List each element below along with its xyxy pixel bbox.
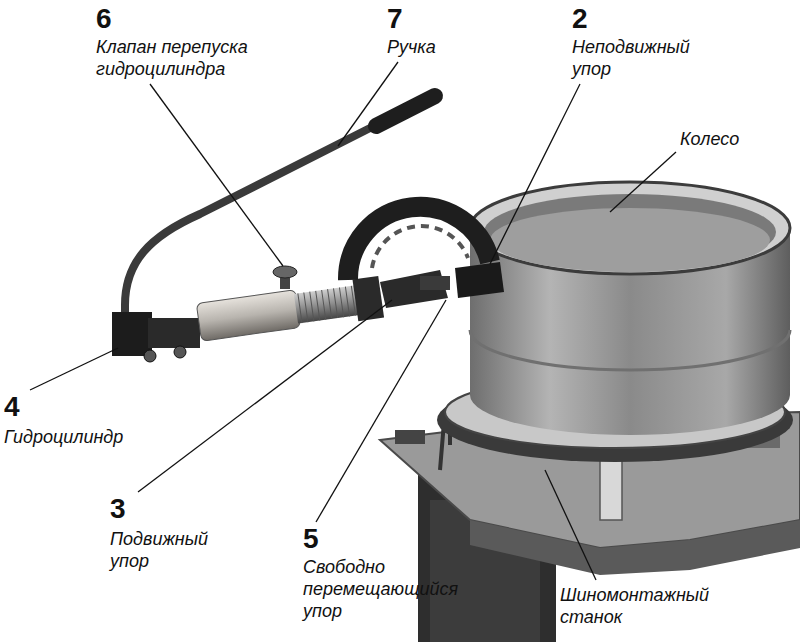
part-label: Подвижный упор: [110, 528, 222, 572]
part-label: Ручка: [387, 36, 507, 58]
callout-number: 4: [4, 392, 44, 422]
part-label: Свободно перемещающийся упор: [303, 556, 465, 622]
leader-line: [150, 84, 283, 266]
leader-line: [610, 152, 676, 212]
callout-number: 7: [387, 4, 427, 34]
leader-line: [545, 470, 596, 580]
part-label: Неподвижный упор: [572, 36, 700, 80]
leader-line: [338, 62, 398, 146]
callout-number: 5: [303, 524, 343, 554]
wheel: [437, 182, 793, 462]
leader-line: [316, 300, 446, 522]
callout-number: 6: [96, 4, 136, 34]
part-label: Клапан перепуска гидроцилиндра: [96, 36, 274, 80]
part-label: Гидроцилиндр: [4, 426, 164, 448]
part-label: Шиномонтажный станок: [560, 584, 702, 628]
callout-number: 2: [572, 4, 612, 34]
bead-breaker-tool: [112, 96, 504, 362]
callout-number: 3: [110, 494, 150, 524]
part-label: Колесо: [680, 128, 790, 150]
leader-line: [490, 84, 580, 264]
leader-line: [30, 348, 118, 390]
leader-line: [138, 300, 392, 492]
leader-lines: [30, 62, 676, 580]
